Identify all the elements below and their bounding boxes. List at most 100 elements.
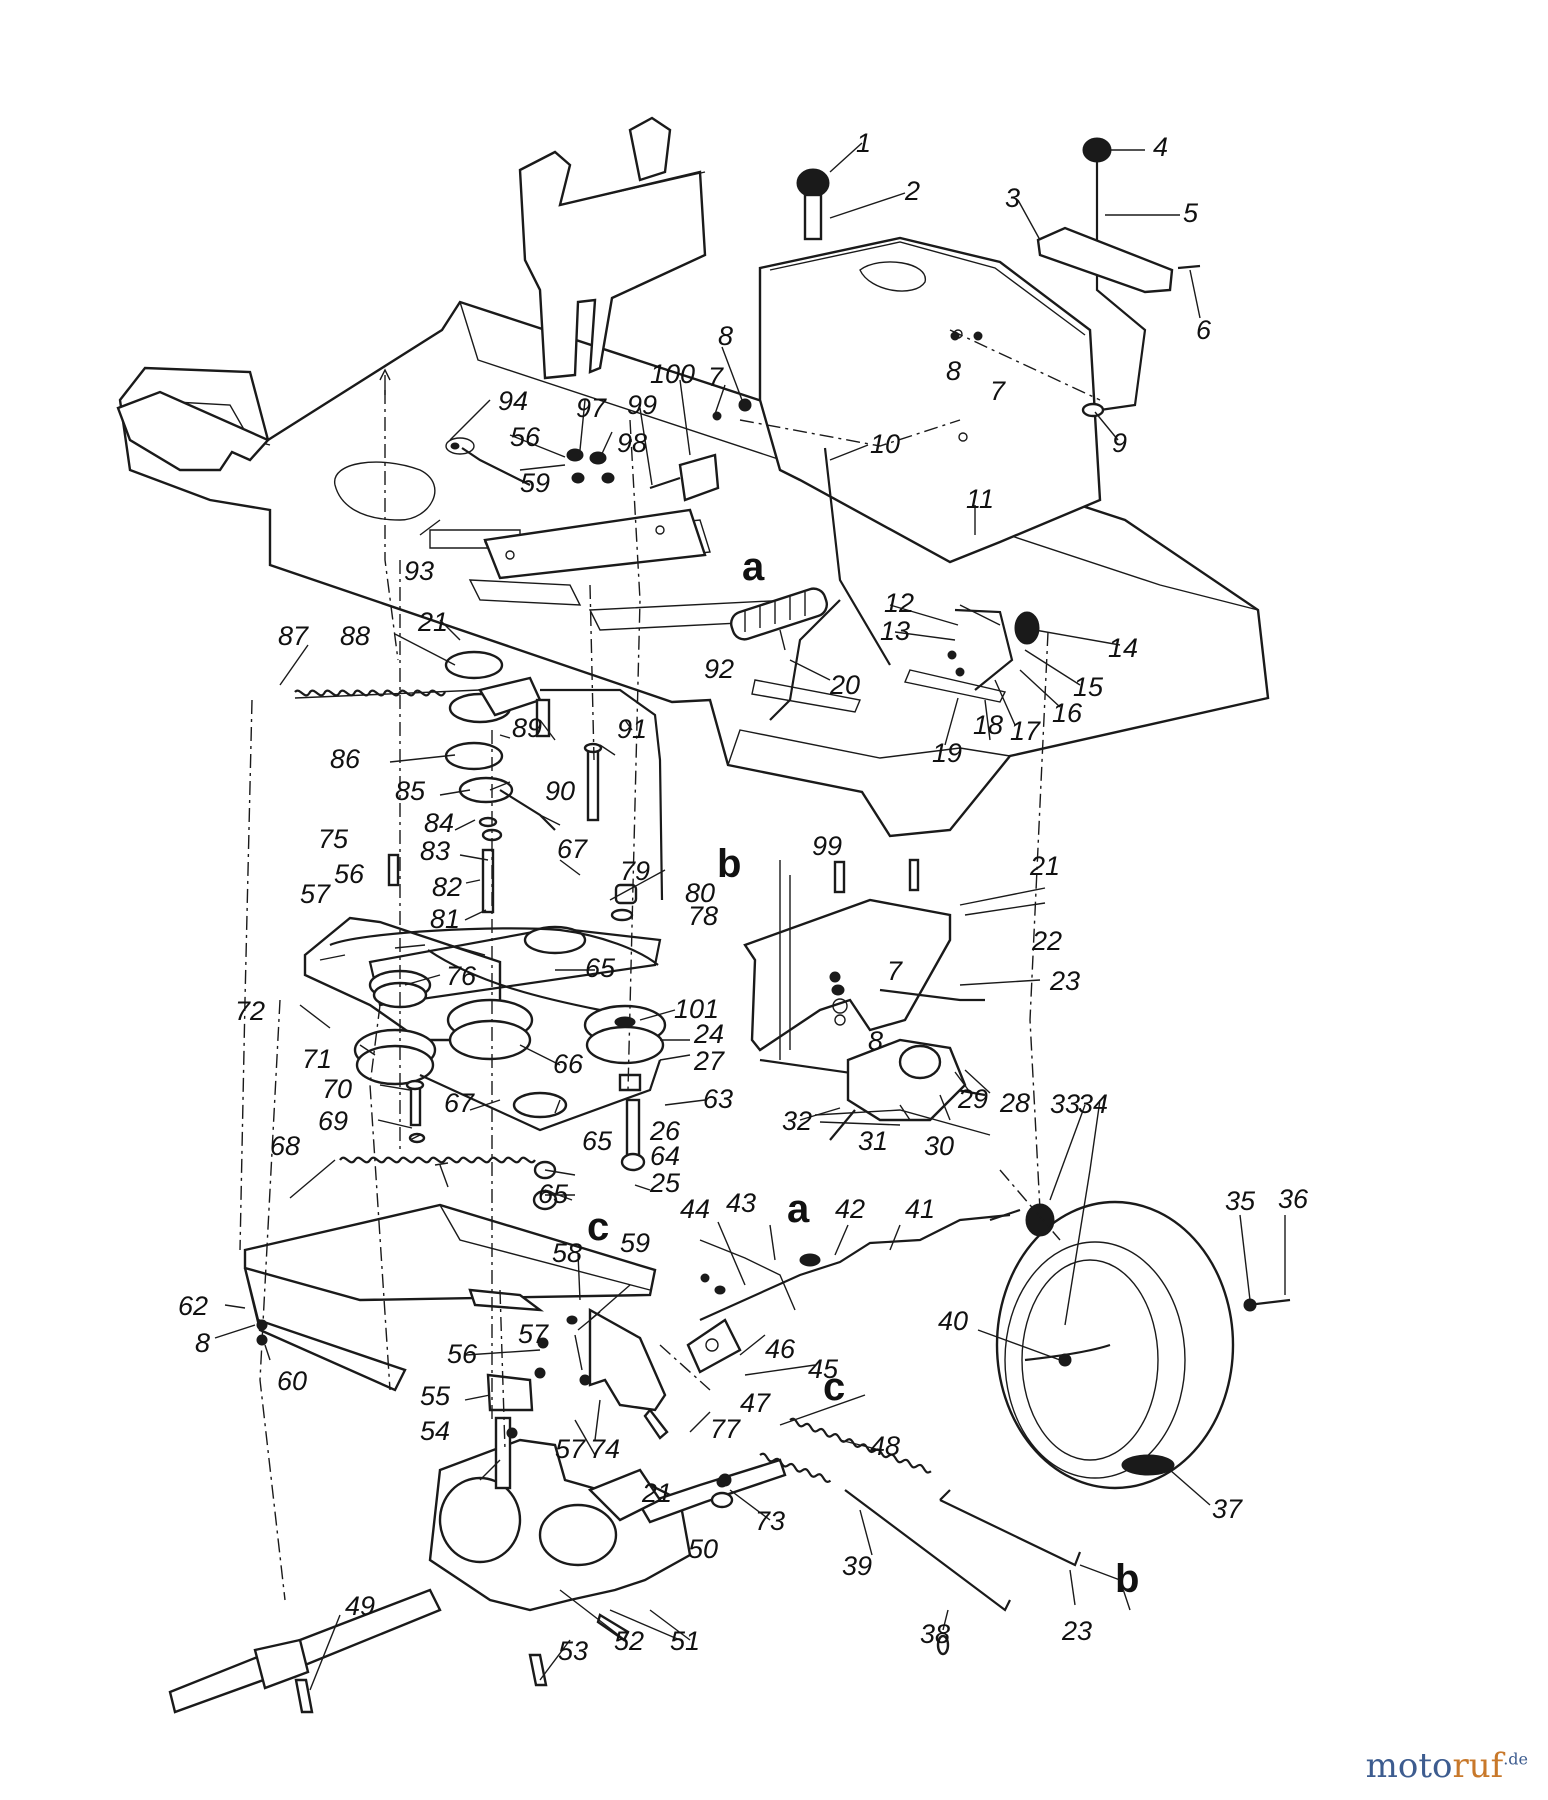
label-part-20: 20 — [829, 670, 860, 700]
label-part-57-lower: 57 — [555, 1434, 586, 1464]
label-part-14: 14 — [1108, 633, 1138, 663]
label-part-32: 32 — [782, 1106, 812, 1136]
seat-bracket — [518, 116, 707, 380]
label-part-23-upper: 23 — [1049, 966, 1080, 996]
label-part-45: 45 — [808, 1354, 839, 1384]
label-part-2: 2 — [904, 176, 920, 206]
label-part-57-mid: 57 — [300, 879, 331, 909]
label-part-56-mid: 56 — [334, 859, 365, 889]
springs-cables — [718, 1417, 1131, 1656]
levers — [729, 447, 1040, 721]
label-part-13: 13 — [880, 616, 910, 646]
label-part-6: 6 — [1196, 315, 1212, 345]
label-part-21-mid: 21 — [1029, 851, 1060, 881]
ref-b-lower: b — [1115, 1557, 1139, 1601]
label-part-87: 87 — [278, 621, 309, 651]
label-part-69: 69 — [318, 1106, 348, 1136]
label-part-72: 72 — [235, 996, 265, 1026]
label-part-70: 70 — [322, 1074, 352, 1104]
bracket-59 — [486, 1307, 667, 1412]
label-part-67-lower: 67 — [444, 1088, 475, 1118]
label-part-43: 43 — [726, 1188, 756, 1218]
ref-c-lower: c — [823, 1365, 845, 1409]
label-part-21-upper: 21 — [417, 607, 448, 637]
label-part-21-lower: 21 — [641, 1478, 672, 1508]
label-part-81: 81 — [430, 904, 460, 934]
label-part-80: 80 — [685, 878, 715, 908]
label-part-56-lower: 56 — [447, 1339, 478, 1369]
label-part-40: 40 — [938, 1306, 968, 1336]
label-part-57-c: 57 — [518, 1319, 549, 1349]
ref-b-upper: b — [717, 842, 741, 886]
label-part-63: 63 — [703, 1084, 733, 1114]
label-part-8-mid: 8 — [868, 1026, 883, 1056]
label-part-8-tower: 8 — [946, 356, 961, 386]
label-part-46: 46 — [765, 1334, 796, 1364]
label-part-97: 97 — [576, 393, 607, 423]
label-part-33: 33 — [1050, 1089, 1080, 1119]
label-part-41: 41 — [905, 1194, 935, 1224]
label-part-9: 9 — [1112, 428, 1127, 458]
label-part-73: 73 — [755, 1506, 785, 1536]
watermark-part1: moto — [1365, 1746, 1453, 1786]
label-part-47: 47 — [740, 1388, 771, 1418]
label-part-1: 1 — [856, 128, 871, 158]
label-part-89: 89 — [512, 713, 542, 743]
label-part-22: 22 — [1031, 926, 1062, 956]
label-part-7-tower: 7 — [990, 376, 1006, 406]
label-part-99-mid: 99 — [812, 831, 842, 861]
label-part-18: 18 — [973, 710, 1003, 740]
label-part-7-upper: 7 — [708, 362, 724, 392]
label-part-24: 24 — [693, 1019, 724, 1049]
pulley-stack-upper — [294, 650, 664, 922]
label-part-34: 34 — [1078, 1089, 1108, 1119]
label-part-27: 27 — [693, 1046, 725, 1076]
transaxle — [168, 1416, 787, 1714]
label-part-58: 58 — [552, 1238, 582, 1268]
label-part-83: 83 — [420, 836, 450, 866]
label-part-3: 3 — [1005, 183, 1020, 213]
label-part-65-upper: 65 — [585, 953, 616, 983]
label-part-35: 35 — [1225, 1186, 1256, 1216]
label-part-7-mid: 7 — [887, 956, 903, 986]
belt-drive — [303, 916, 667, 1211]
part-number-labels: 1 2 3 4 5 6 7 8 8 7 9 10 11 12 13 14 15 … — [178, 128, 1309, 1666]
fender-tower — [758, 236, 1102, 564]
ref-a-lower: a — [787, 1187, 810, 1231]
label-part-16: 16 — [1052, 698, 1083, 728]
label-part-50: 50 — [688, 1534, 718, 1564]
label-part-67-upper: 67 — [557, 834, 588, 864]
label-part-78: 78 — [688, 901, 718, 931]
label-part-38: 38 — [920, 1619, 950, 1649]
label-part-23-lower: 23 — [1061, 1616, 1092, 1646]
label-part-84: 84 — [424, 808, 454, 838]
label-part-42: 42 — [835, 1194, 865, 1224]
label-part-37: 37 — [1212, 1494, 1243, 1524]
label-part-25: 25 — [649, 1168, 681, 1198]
watermark-part3: .de — [1503, 1749, 1528, 1769]
label-part-85: 85 — [395, 776, 426, 806]
leader-lines — [214, 142, 1286, 1691]
label-part-15: 15 — [1073, 672, 1104, 702]
label-part-8-lower: 8 — [195, 1328, 210, 1358]
assembly-guides — [239, 329, 1101, 1601]
label-part-4: 4 — [1153, 132, 1168, 162]
label-part-60: 60 — [277, 1366, 307, 1396]
label-part-59-lower: 59 — [620, 1228, 650, 1258]
label-part-88: 88 — [340, 621, 370, 651]
label-part-53: 53 — [558, 1636, 588, 1666]
motoruf-watermark: motoruf.de — [1366, 1746, 1528, 1786]
label-part-76: 76 — [446, 961, 477, 991]
label-part-11: 11 — [966, 484, 994, 514]
label-part-71: 71 — [302, 1044, 332, 1074]
label-part-91: 91 — [617, 714, 647, 744]
label-part-44: 44 — [680, 1194, 710, 1224]
clutch-bracket — [743, 858, 986, 1097]
label-part-75: 75 — [318, 824, 349, 854]
chassis-plate — [243, 1203, 657, 1392]
label-part-77: 77 — [710, 1414, 741, 1444]
label-part-31: 31 — [858, 1126, 888, 1156]
shift-lever-assembly — [796, 137, 1201, 418]
label-part-59-upper: 59 — [520, 468, 550, 498]
label-part-48: 48 — [870, 1431, 900, 1461]
